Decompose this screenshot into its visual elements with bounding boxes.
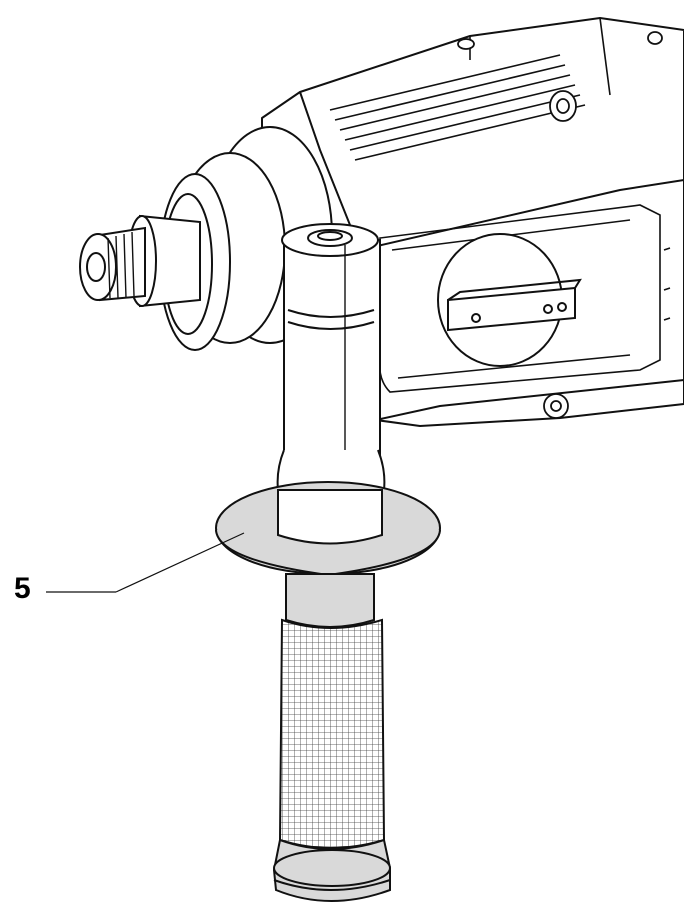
callout-number-5: 5 — [14, 572, 31, 605]
cooling-fins — [329, 17, 611, 161]
callout-leader-line-angled — [115, 532, 245, 593]
depth-stop-flange — [215, 481, 441, 577]
mode-selector-dial — [437, 233, 582, 367]
housing-screws — [457, 31, 663, 419]
side-handle-clamp — [276, 223, 386, 500]
handle-grip — [272, 573, 391, 902]
spindle — [79, 214, 201, 308]
